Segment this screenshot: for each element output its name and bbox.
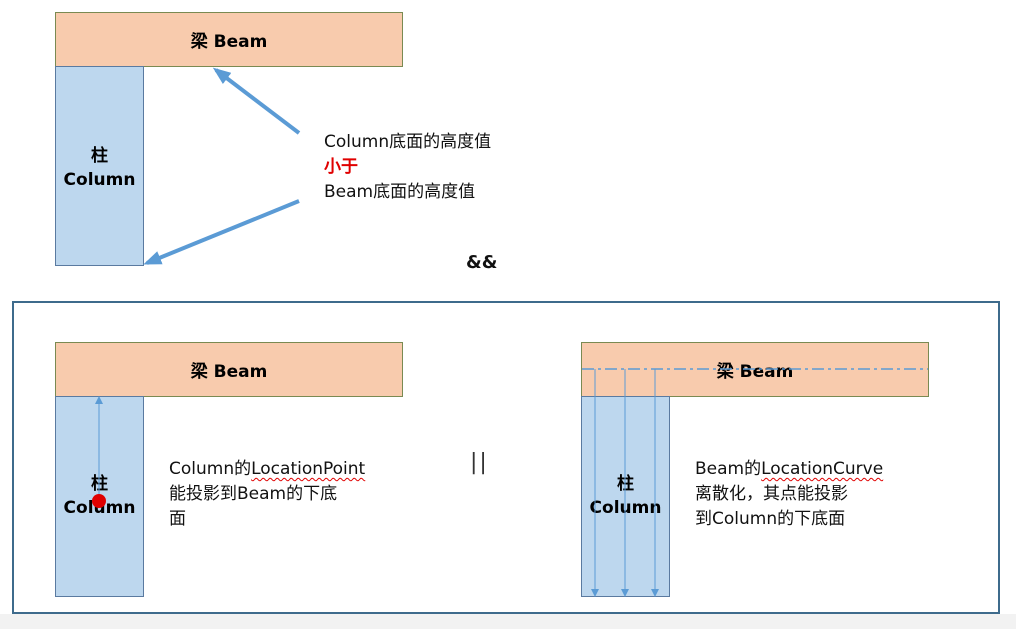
location-point-text-line2: 能投影到Beam的下底 <box>169 484 338 504</box>
and-operator: && <box>466 252 498 273</box>
location-curve-text-line3: 到Column的下底面 <box>695 509 846 529</box>
top-column-label-cn: 柱 <box>91 146 108 166</box>
location-point-text-prefix: Column的 <box>169 459 252 479</box>
bottom-left-column-label-en: Column <box>63 498 136 518</box>
top-column-label-en: Column <box>63 170 136 190</box>
location-point-marker <box>92 494 106 508</box>
condition-text-line2: 小于 <box>324 157 358 177</box>
location-curve-text-prefix: Beam的 <box>695 459 762 479</box>
or-operator: || <box>470 450 489 475</box>
bottom-left-beam-label: 梁 Beam <box>190 362 268 382</box>
condition-text-line3: Beam底面的高度值 <box>324 182 476 202</box>
location-curve-text-line2: 离散化，其点能投影 <box>695 484 848 504</box>
arrow-to-beam-bottom <box>212 67 301 135</box>
condition-text-line1: Column底面的高度值 <box>324 132 492 152</box>
top-beam: 梁 Beam <box>55 12 403 67</box>
location-point-text-line1: Column的LocationPoint <box>169 457 365 482</box>
bottom-left-beam: 梁 Beam <box>55 342 403 397</box>
top-column-label: 柱 Column <box>55 144 144 192</box>
bottom-right-beam-label: 梁 Beam <box>716 362 794 382</box>
arrow-to-column-bottom <box>143 199 300 265</box>
location-curve-text-line1: Beam的LocationCurve <box>695 457 883 482</box>
window-bottom-strip <box>0 614 1016 629</box>
location-point-text-line3: 面 <box>169 509 186 529</box>
location-curve-term: LocationCurve <box>761 459 884 479</box>
location-point-term: LocationPoint <box>251 459 366 479</box>
top-column <box>55 66 144 266</box>
alternatives-frame <box>12 301 1000 614</box>
top-beam-label: 梁 Beam <box>190 32 268 52</box>
